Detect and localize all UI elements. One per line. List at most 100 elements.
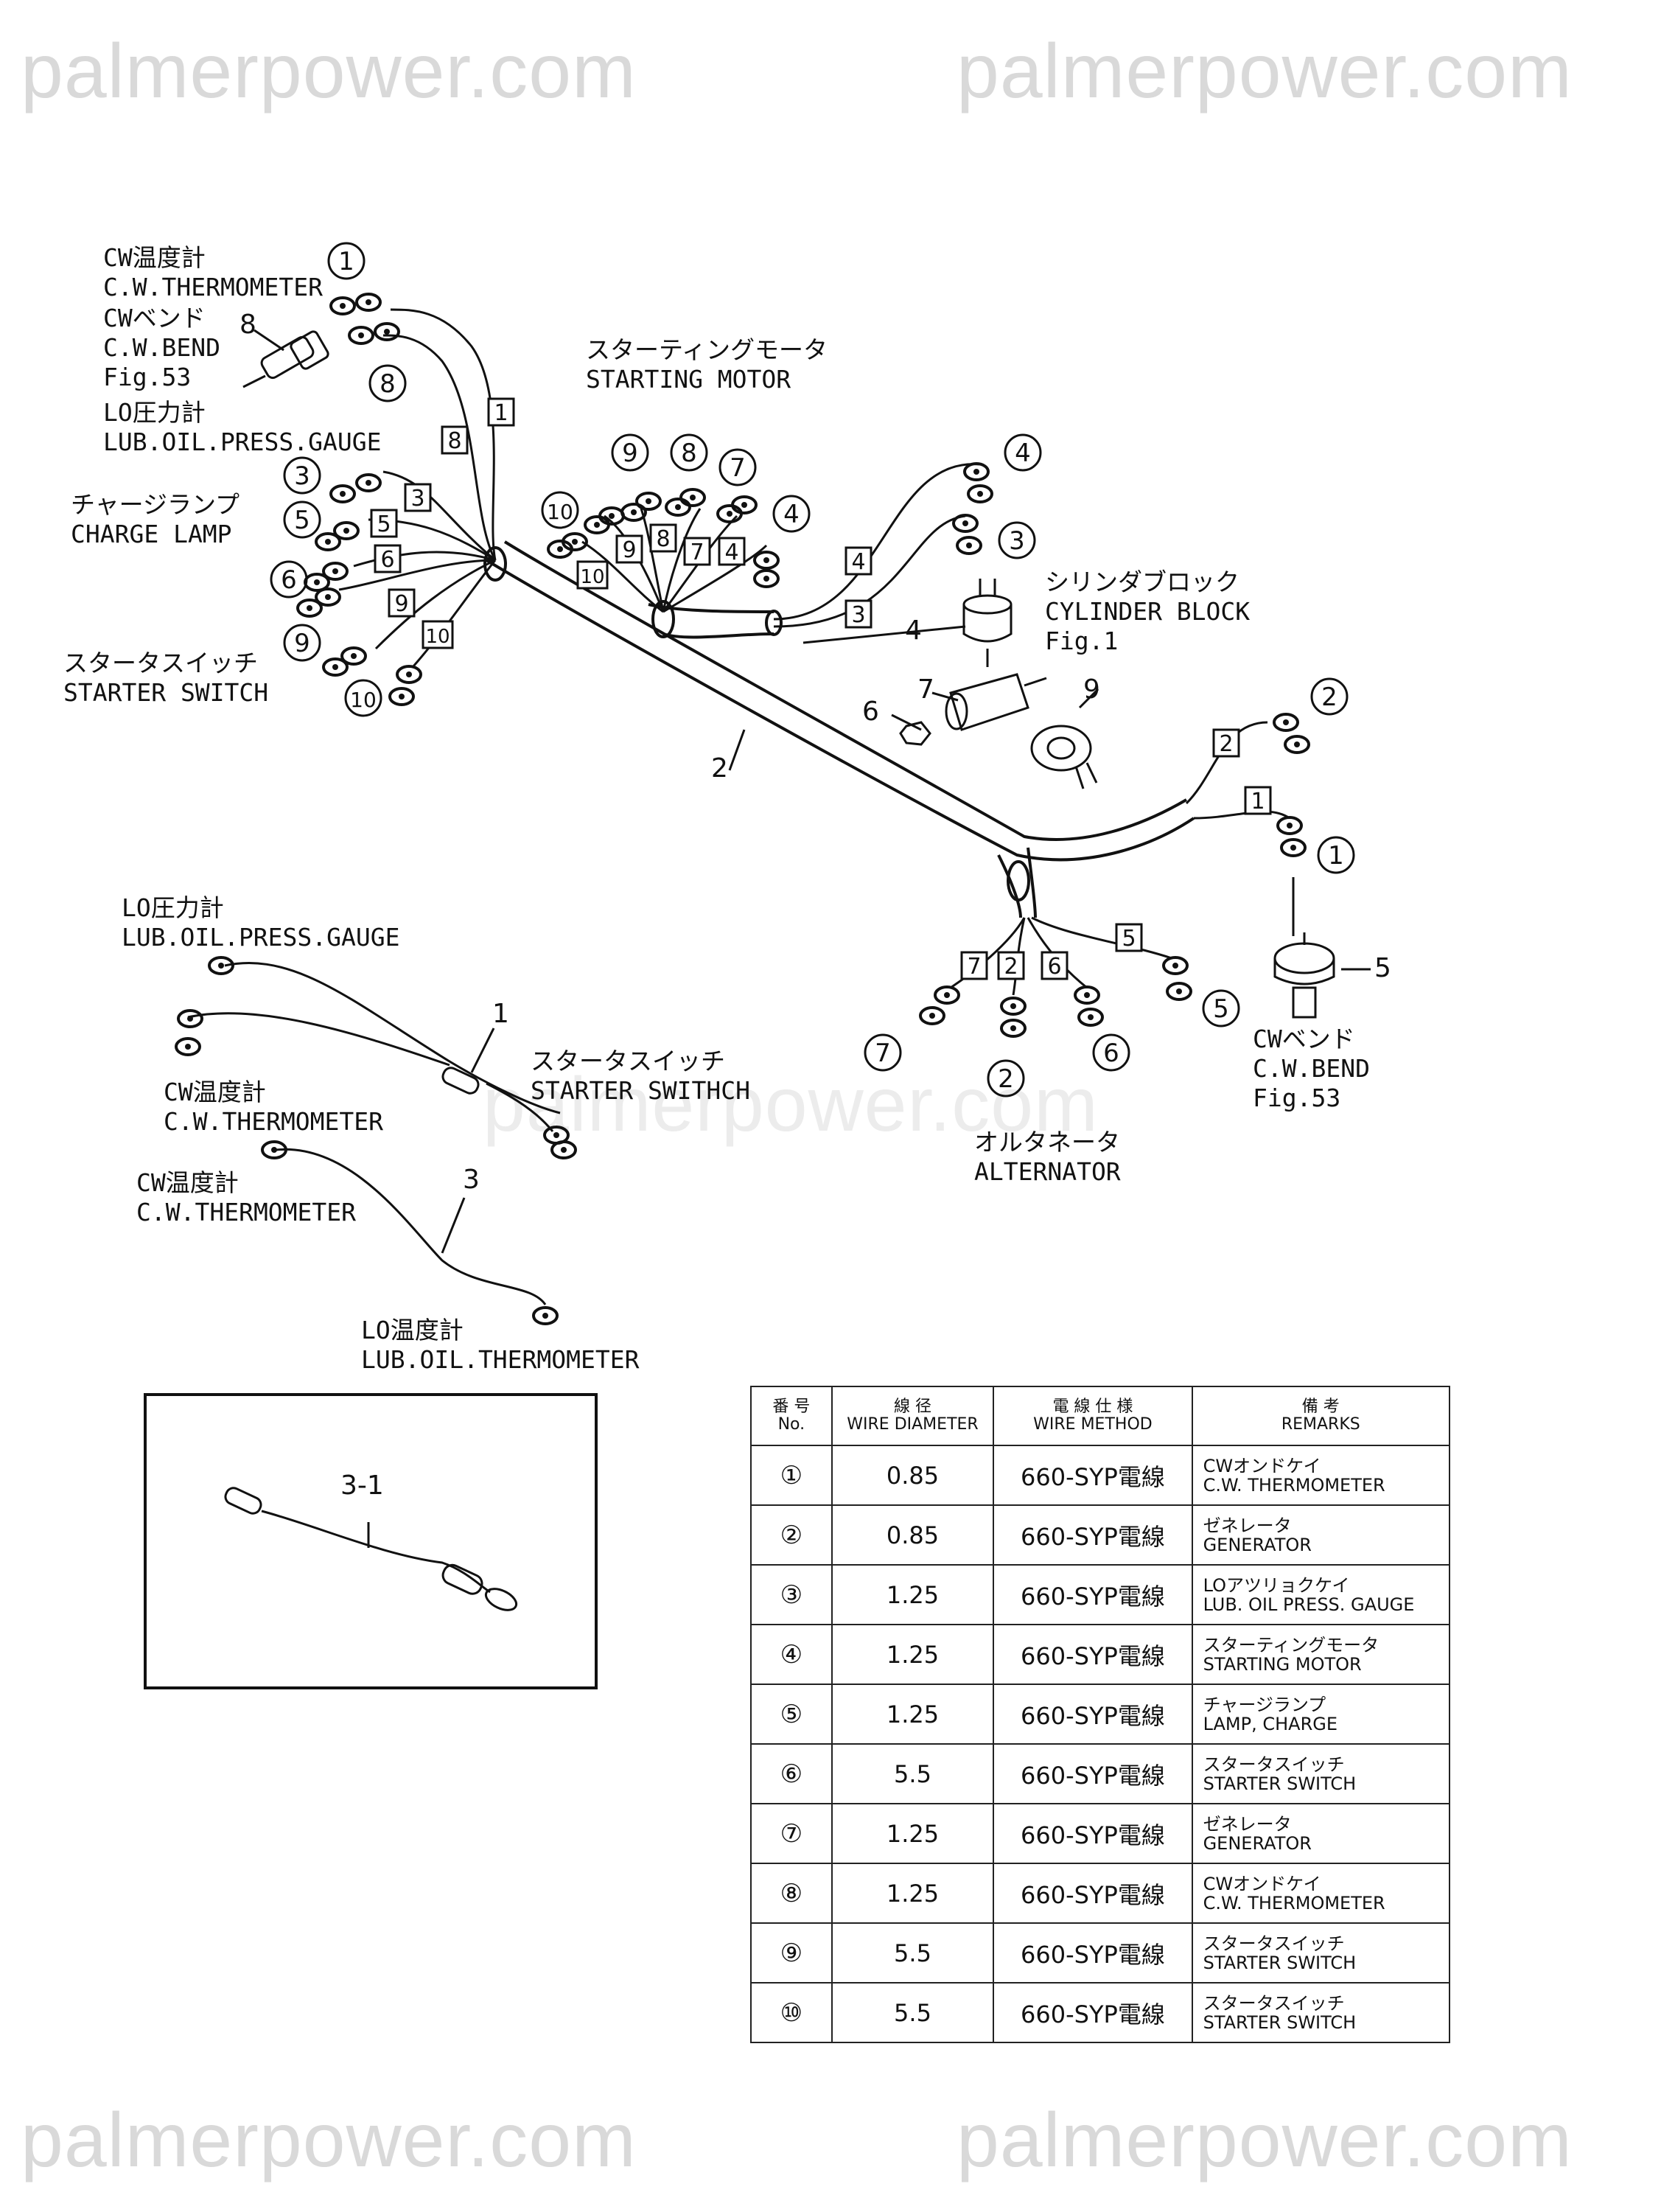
watermark-bottom-right: palmerpower.com <box>957 2098 1573 2183</box>
part-7-block <box>945 673 1047 731</box>
svg-text:1: 1 <box>1251 789 1265 814</box>
cell-method: 660-SYP電線 <box>993 1922 1193 1984</box>
part-number-3-1: 3-1 <box>340 1470 384 1501</box>
part-number-8: 8 <box>239 310 256 340</box>
leaders <box>253 329 1371 971</box>
cell-method: 660-SYP電線 <box>993 1684 1193 1745</box>
cell-method: 660-SYP電線 <box>993 1504 1193 1566</box>
cell-method: 660-SYP電線 <box>993 1564 1193 1625</box>
svg-text:6: 6 <box>380 547 394 573</box>
svg-text:6: 6 <box>1103 1039 1119 1068</box>
svg-text:9: 9 <box>622 537 636 563</box>
cell-method: 660-SYP電線 <box>993 1982 1193 2043</box>
svg-text:5: 5 <box>294 506 310 535</box>
part-9-gauge <box>1030 725 1098 789</box>
cell-diameter: 1.25 <box>830 1684 995 1745</box>
svg-text:4: 4 <box>724 540 738 565</box>
svg-text:2: 2 <box>998 1064 1014 1094</box>
svg-text:6: 6 <box>1047 954 1061 980</box>
svg-text:7: 7 <box>875 1039 891 1068</box>
inset-frame <box>144 1393 598 1689</box>
watermark-center: palmerpower.com <box>483 1062 1099 1148</box>
cell-diameter: 1.25 <box>830 1803 995 1864</box>
cell-no: ⑩ <box>750 1982 833 2043</box>
cell-no: ⑦ <box>750 1803 833 1864</box>
part-number-9: 9 <box>1083 674 1100 705</box>
svg-text:10: 10 <box>547 500 573 524</box>
cell-diameter: 1.25 <box>830 1564 995 1625</box>
part-number-1: 1 <box>492 999 509 1029</box>
part-number-5: 5 <box>1374 953 1391 983</box>
svg-text:5: 5 <box>377 512 391 537</box>
svg-text:7: 7 <box>967 954 981 980</box>
svg-text:4: 4 <box>1015 439 1031 468</box>
svg-text:2: 2 <box>1004 954 1018 980</box>
terminals <box>296 293 1310 1038</box>
svg-text:8: 8 <box>447 428 461 454</box>
sensor-4 <box>962 579 1013 667</box>
harness-1 <box>187 962 561 1132</box>
cell-method: 660-SYP電線 <box>993 1863 1193 1924</box>
svg-text:1: 1 <box>494 400 508 426</box>
svg-text:10: 10 <box>580 566 604 588</box>
cell-method: 660-SYP電線 <box>993 1445 1193 1506</box>
cell-no: ⑤ <box>750 1684 833 1745</box>
svg-text:4: 4 <box>783 500 800 529</box>
main-harness <box>483 540 1195 918</box>
part-number-4: 4 <box>905 615 922 646</box>
watermark-bottom-left: palmerpower.com <box>21 2098 637 2183</box>
part-number-6: 6 <box>862 697 879 727</box>
svg-text:7: 7 <box>730 453 746 483</box>
svg-text:1: 1 <box>1328 841 1344 871</box>
svg-text:10: 10 <box>425 626 450 648</box>
svg-text:9: 9 <box>622 439 638 468</box>
svg-text:3: 3 <box>410 486 424 512</box>
svg-text:7: 7 <box>690 540 704 565</box>
inset-part-3-1 <box>224 1487 518 1611</box>
cell-method: 660-SYP電線 <box>993 1803 1193 1864</box>
svg-text:8: 8 <box>681 439 697 468</box>
cell-method: 660-SYP電線 <box>993 1624 1193 1685</box>
cell-no: ① <box>750 1445 833 1506</box>
cell-diameter: 5.5 <box>830 1743 995 1804</box>
part-5-sensor <box>1273 932 1335 1019</box>
svg-text:3: 3 <box>851 602 865 628</box>
svg-text:3: 3 <box>1009 526 1025 556</box>
svg-text:2: 2 <box>1321 683 1337 712</box>
svg-text:6: 6 <box>281 565 297 595</box>
cell-diameter: 0.85 <box>830 1504 995 1566</box>
part-number-7: 7 <box>917 674 934 705</box>
cell-diameter: 1.25 <box>830 1624 995 1685</box>
svg-text:3: 3 <box>294 461 310 491</box>
